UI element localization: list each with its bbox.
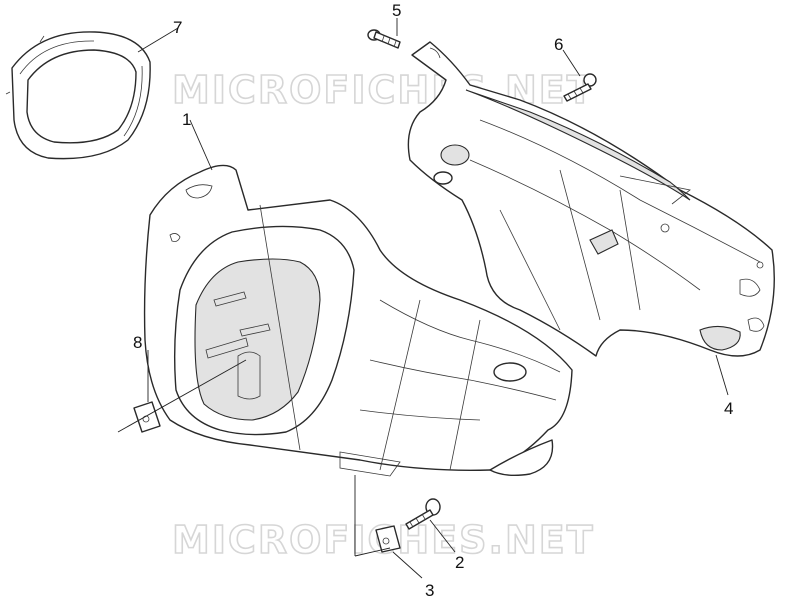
callout-3: 3	[425, 581, 434, 600]
callout-4: 4	[724, 399, 733, 418]
part-6-screw	[563, 73, 597, 102]
part-7-trim-ring	[5, 31, 151, 160]
callout-8: 8	[133, 333, 142, 352]
callout-5: 5	[392, 1, 401, 20]
callout-1: 1	[182, 110, 191, 129]
part-3-clip-nut	[375, 525, 401, 553]
callout-2: 2	[455, 553, 464, 572]
leader-lines	[117, 18, 729, 579]
callout-7: 7	[173, 18, 182, 37]
part-4-rear-cover	[407, 41, 775, 357]
watermark-bottom: MICROFICHES.NET	[172, 518, 595, 562]
part-1-front-cover	[143, 164, 573, 477]
part-2-screw	[405, 498, 441, 530]
part-8-clip-nut	[133, 401, 161, 433]
watermark-top: MICROFICHES.NET	[172, 68, 595, 112]
callout-6: 6	[554, 35, 563, 54]
part-5-screw	[367, 29, 401, 49]
